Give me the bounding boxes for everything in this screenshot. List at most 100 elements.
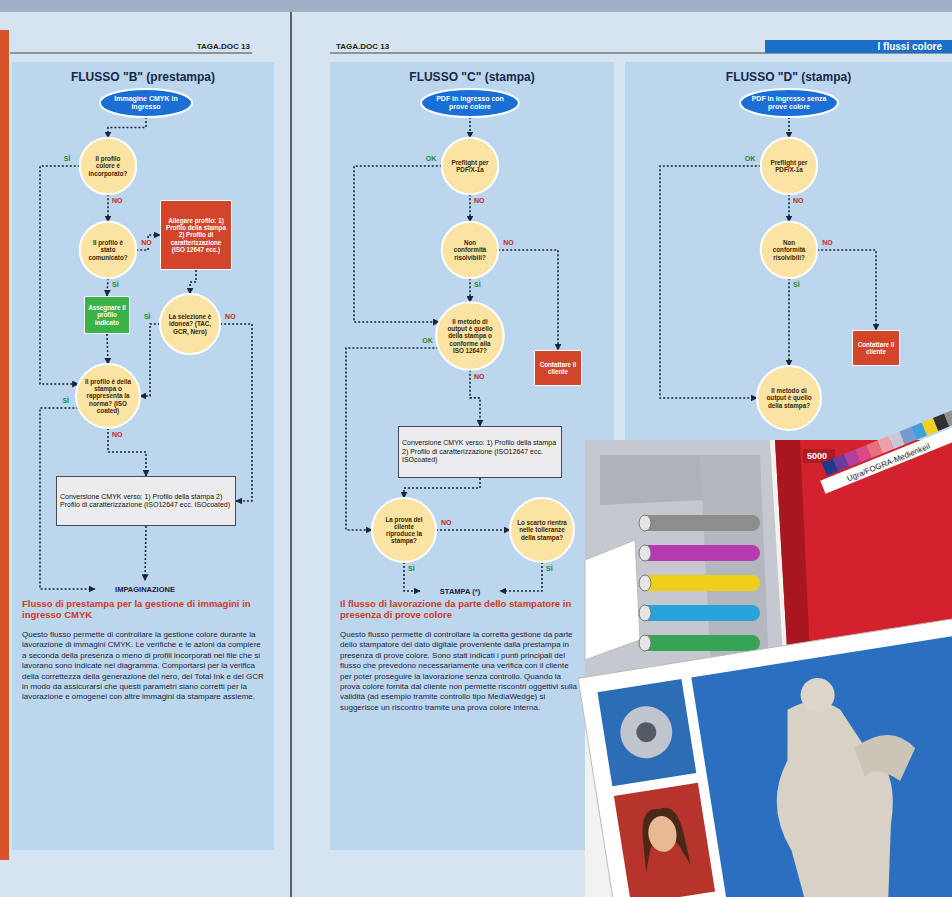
illustration-part <box>640 605 760 621</box>
illustration-label: Ugra/FOGRA-Medienkeil <box>844 441 934 484</box>
edge-label: SÌ <box>545 565 554 573</box>
connector <box>788 278 790 366</box>
end-label: IMPAGINAZIONE <box>95 581 195 598</box>
section-band: I flussi colore <box>765 40 952 53</box>
edge-label: NO <box>473 197 486 205</box>
panel-title: FLUSSO "C" (stampa) <box>330 70 614 84</box>
end-label: STAMPA (*) <box>420 583 500 600</box>
decision-circle: Preflight per PDF/X-1a <box>759 136 819 196</box>
node-text: Contattare il cliente <box>538 361 578 375</box>
illustration-part <box>640 545 760 561</box>
ellipse-shape <box>100 89 192 117</box>
edge-label: OK <box>425 155 438 163</box>
node-text: Assegnare il profilo indicato <box>88 304 126 326</box>
edge-label: NO <box>502 239 515 247</box>
node-text: La prova del cliente riproduce la stampa… <box>379 516 429 545</box>
edge-label: SÌ <box>61 397 70 405</box>
node-text: Il profilo colore è incorporato? <box>86 155 130 177</box>
node-text: Il profilo è della stampa o rappresenta … <box>83 378 133 414</box>
connector <box>469 194 471 222</box>
running-header: TAGA.DOC 13 <box>150 42 250 51</box>
decision-circle: Non conformità risolvibili? <box>759 220 819 280</box>
illustration-part <box>10 53 252 54</box>
edge-label: OK <box>744 155 757 163</box>
decision-circle: Il metodo di output è quello della stamp… <box>434 300 506 372</box>
illustration-part <box>639 635 651 651</box>
decision-circle: La selezione è idonea? (TAC, GCR, Nero) <box>158 292 222 356</box>
panel-heading: Flusso di prestampa per la gestione di i… <box>22 598 264 621</box>
connector <box>107 334 108 364</box>
illustration-part <box>639 605 651 621</box>
node-text: Conversione CMYK verso: 1) Profilo della… <box>60 493 232 510</box>
connector <box>108 428 146 476</box>
edge-label: SÌ <box>407 565 416 573</box>
illustration-part <box>635 721 658 744</box>
running-header: TAGA.DOC 13 <box>336 42 436 51</box>
node-text: I flussi colore <box>878 42 942 52</box>
circle-shape <box>757 366 821 430</box>
node-text: Non conformità risolvibili? <box>448 239 492 261</box>
illustration-part <box>798 675 837 714</box>
edge-label: NO <box>821 239 834 247</box>
circle-shape <box>442 222 498 278</box>
panel-ground <box>12 62 274 850</box>
edge-label: NO <box>792 197 805 205</box>
connector <box>498 250 558 350</box>
node-text: Contattare il cliente <box>856 341 896 355</box>
edge-label: SÌ <box>143 313 152 321</box>
illustration-part <box>0 0 952 12</box>
circle-shape <box>510 498 574 562</box>
panel-ground <box>330 62 614 850</box>
node-text: IMPAGINAZIONE <box>95 585 195 594</box>
connector <box>404 562 420 591</box>
circle-shape <box>761 222 817 278</box>
circle-shape <box>76 364 140 428</box>
connector <box>145 526 146 581</box>
connector <box>817 250 876 330</box>
connector <box>140 324 160 396</box>
connector <box>500 562 542 591</box>
panel-body-text: Questo flusso permette di controllare la… <box>340 630 578 713</box>
illustration-part <box>639 515 651 531</box>
node-text: Lo scarto rientra nelle tolleranze della… <box>517 519 567 541</box>
edge-label: OK <box>421 337 434 345</box>
illustration-label: 5000 <box>807 451 827 461</box>
flow-panel: FLUSSO "B" (prestampa)Flusso di prestamp… <box>12 62 274 850</box>
start-ellipse: Immagine CMYK in ingresso <box>97 88 195 118</box>
node-text: Preflight per PDF/X-1a <box>767 159 811 173</box>
illustration-part <box>578 615 952 897</box>
connector <box>40 166 80 384</box>
edge-label: SÌ <box>111 281 120 289</box>
connector <box>788 117 790 138</box>
node-text: Preflight per PDF/X-1a <box>448 159 492 173</box>
ellipse-shape <box>740 89 838 117</box>
illustration-part <box>578 615 952 897</box>
panel-ground <box>625 62 952 442</box>
connector <box>469 278 471 302</box>
circle-shape <box>80 138 136 194</box>
decision-circle: Il profilo è della stampa o rappresenta … <box>74 362 142 430</box>
illustration-part <box>640 515 760 531</box>
flow-panel: FLUSSO "C" (stampa)Il flusso di lavorazi… <box>330 62 614 850</box>
connector <box>107 194 109 222</box>
decision-circle: Non conformità risolvibili? <box>440 220 500 280</box>
start-ellipse: PDF in ingresso con prove colore <box>418 88 522 118</box>
illustration-part <box>639 575 651 591</box>
illustration-part <box>637 805 691 872</box>
connector <box>220 324 252 501</box>
illustration-part <box>614 783 715 897</box>
connector <box>404 478 480 498</box>
panel-body-text: Questo flusso permette di controllare la… <box>22 630 264 703</box>
circle-shape <box>436 302 504 370</box>
decision-circle: Il metodo di output è quello della stamp… <box>755 364 823 432</box>
action-box: Allegare profilo: 1) Profilo della stamp… <box>160 200 232 270</box>
edge-label: NO <box>140 239 153 247</box>
edge-label: NO <box>473 373 486 381</box>
ellipse-shape <box>421 89 519 117</box>
node-text: PDF in ingresso con prove colore <box>428 95 513 111</box>
illustration-part <box>761 691 913 897</box>
node-text: PDF in ingresso senza prove colore <box>747 95 832 111</box>
node-text: STAMPA (*) <box>420 587 500 596</box>
flow-panel: FLUSSO "D" (stampa)PDF in ingresso senza… <box>625 62 952 440</box>
